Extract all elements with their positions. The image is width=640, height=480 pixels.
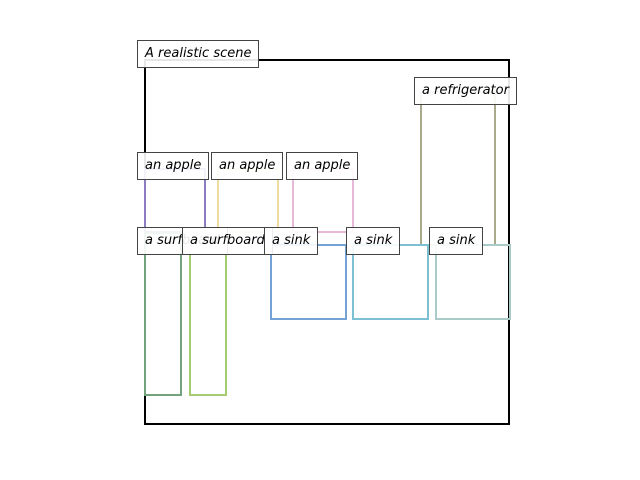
apple-label-1: an apple xyxy=(137,152,210,180)
surfboard-box-2 xyxy=(189,244,227,396)
scene-caption: A realistic scene xyxy=(137,40,260,68)
sink-box-3 xyxy=(435,244,511,320)
apple-label-3: an apple xyxy=(286,152,359,180)
refrigerator-box xyxy=(420,91,496,246)
sink-label-2: a sink xyxy=(346,227,401,255)
sink-box-1 xyxy=(270,244,347,320)
sink-box-2 xyxy=(352,244,429,320)
sink-label-1: a sink xyxy=(264,227,319,255)
sink-label-3: a sink xyxy=(429,227,484,255)
surfboard-label-2: a surfboard xyxy=(182,227,273,255)
refrigerator-label: a refrigerator xyxy=(414,77,517,105)
apple-label-2: an apple xyxy=(211,152,284,180)
surfboard-box-1 xyxy=(144,232,182,396)
